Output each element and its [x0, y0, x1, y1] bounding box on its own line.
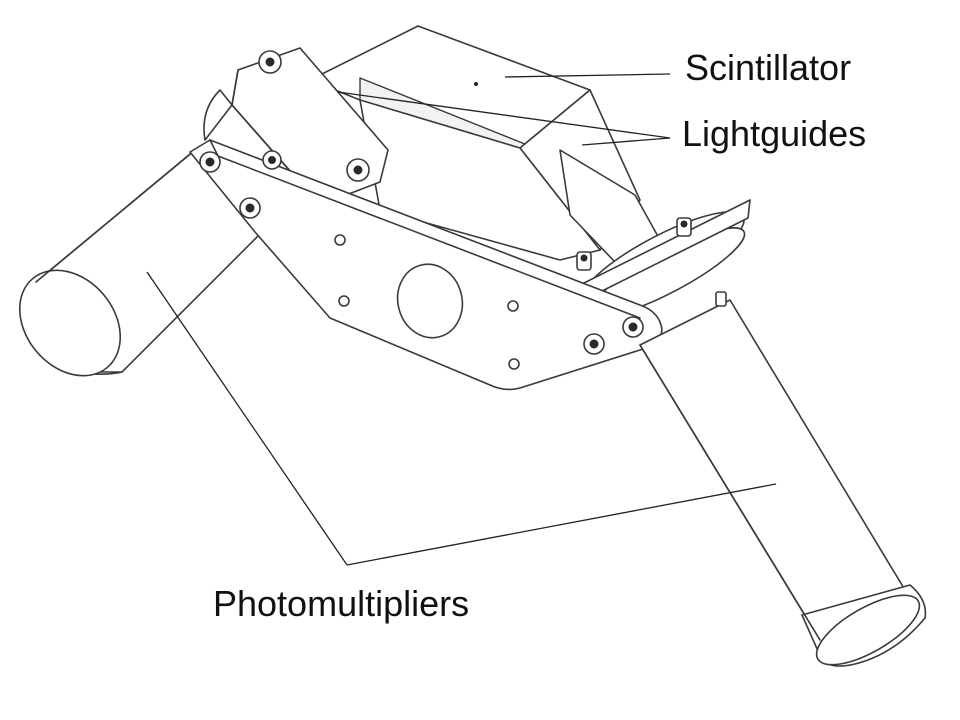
leader-lightguide-right	[581, 137, 671, 146]
mounting-hole-icon	[396, 263, 464, 339]
label-photomultipliers: Photomultipliers	[213, 583, 470, 624]
screws	[199, 50, 727, 355]
screw-icon	[239, 197, 261, 219]
photomultiplier-left	[18, 149, 263, 377]
screw-icon	[199, 151, 221, 173]
leader-scintillator	[504, 73, 671, 78]
photomultiplier-right	[639, 299, 927, 667]
screw-icon	[622, 316, 644, 338]
leader-pmt-left	[146, 271, 348, 566]
screw-icon	[583, 333, 605, 355]
screw-icon	[346, 158, 370, 182]
screw-icon	[258, 50, 282, 74]
leader-lightguide-left	[337, 91, 671, 139]
mounting-hole-icon	[338, 295, 350, 307]
leader-pmt-right	[346, 483, 777, 566]
screw-icon	[576, 251, 592, 271]
mounting-hole-icon	[508, 358, 520, 370]
screw-icon	[715, 291, 727, 307]
flange-right	[569, 199, 751, 317]
leader-lines	[146, 73, 777, 566]
label-scintillator: Scintillator	[685, 47, 852, 88]
mounting-hole-icon	[334, 234, 346, 246]
label-lightguides: Lightguides	[682, 113, 867, 154]
screw-icon	[676, 217, 692, 237]
mounting-hole-icon	[507, 300, 519, 312]
screw-icon	[262, 150, 282, 170]
scintillator-block	[309, 25, 641, 261]
